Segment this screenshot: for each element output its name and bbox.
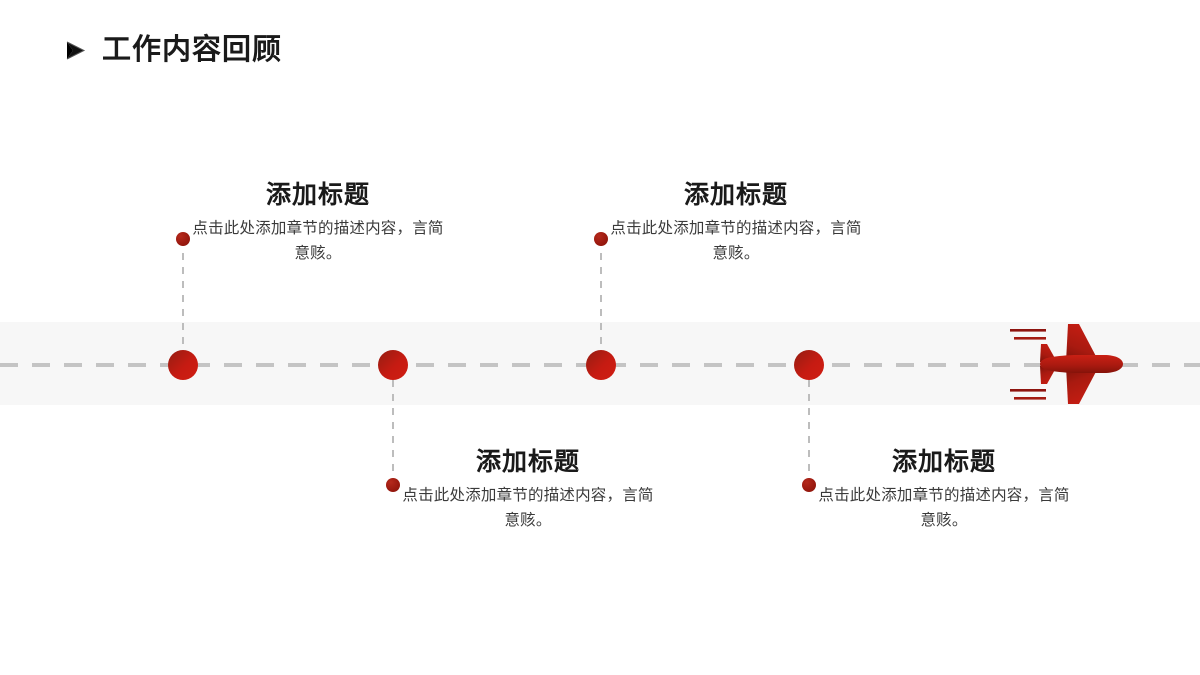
milestone-connector-line xyxy=(392,380,394,485)
timeline-item-text: 添加标题 点击此处添加章节的描述内容，言简意赅。 xyxy=(400,448,656,533)
timeline-item-text: 添加标题 点击此处添加章节的描述内容，言简意赅。 xyxy=(608,181,864,266)
milestone-node-large[interactable] xyxy=(378,350,408,380)
arrowhead-bullet-icon xyxy=(66,41,86,59)
airplane-icon xyxy=(1010,324,1123,404)
milestone-node-large[interactable] xyxy=(586,350,616,380)
item-description: 点击此处添加章节的描述内容，言简意赅。 xyxy=(402,487,654,530)
item-description: 点击此处添加章节的描述内容，言简意赅。 xyxy=(818,487,1070,530)
milestone-node-small xyxy=(594,232,608,246)
item-title: 添加标题 xyxy=(683,181,788,209)
item-description: 点击此处添加章节的描述内容，言简意赅。 xyxy=(192,220,444,263)
item-title: 添加标题 xyxy=(891,448,996,476)
milestone-node-small xyxy=(386,478,400,492)
timeline-item-text: 添加标题 点击此处添加章节的描述内容，言简意赅。 xyxy=(190,181,446,266)
slide-header: 工作内容回顾 xyxy=(62,36,282,65)
timeline-item-text: 添加标题 点击此处添加章节的描述内容，言简意赅。 xyxy=(816,448,1072,533)
milestone-connector-line xyxy=(182,239,184,350)
item-title: 添加标题 xyxy=(475,448,580,476)
item-description: 点击此处添加章节的描述内容，言简意赅。 xyxy=(610,220,862,263)
airplane-marker xyxy=(1000,318,1135,410)
milestone-node-small xyxy=(176,232,190,246)
milestone-node-large[interactable] xyxy=(168,350,198,380)
milestone-connector-line xyxy=(600,239,602,350)
page-title: 工作内容回顾 xyxy=(102,34,283,66)
milestone-connector-line xyxy=(808,380,810,485)
milestone-node-large[interactable] xyxy=(794,350,824,380)
milestone-node-small xyxy=(802,478,816,492)
item-title: 添加标题 xyxy=(265,181,370,209)
